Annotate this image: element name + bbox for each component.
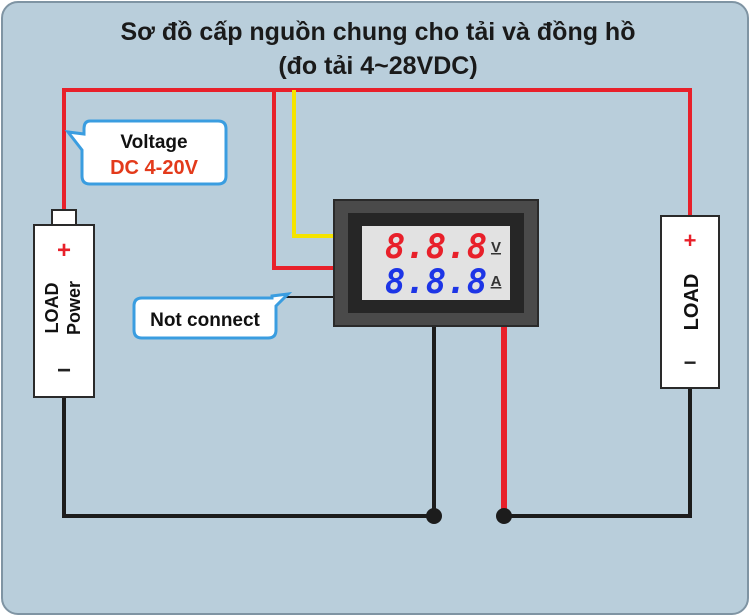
junction-dot-left <box>426 508 442 524</box>
not-connect-callout: Not connect <box>132 291 293 340</box>
yellow-wire-voltage-sense <box>292 90 336 238</box>
title-line1: Sơ đồ cấp nguồn chung cho tải và đồng hồ <box>121 18 636 46</box>
power-source: + − LOAD Power <box>33 209 95 398</box>
title-line2: (đo tải 4~28VDC) <box>278 52 477 80</box>
black-wire-power-return <box>62 326 436 518</box>
not-connect-bubble <box>132 291 293 340</box>
not-connect-label: Not connect <box>150 310 260 331</box>
battery-terminal <box>51 209 77 227</box>
red-wire-meter-supply <box>272 90 336 270</box>
voltage-callout-title: Voltage <box>120 132 187 153</box>
load-body <box>660 215 720 389</box>
power-label-load: LOAD <box>42 283 62 334</box>
junction-dot-right <box>496 508 512 524</box>
voltage-callout-range: DC 4-20V <box>110 157 198 179</box>
load-plus-sign: + <box>684 228 697 253</box>
load-label: LOAD <box>681 274 703 331</box>
voltage-unit: V <box>491 239 501 256</box>
black-wire-load-return <box>504 386 692 518</box>
panel-meter: 8.8.8 V 8.8.8 A <box>333 199 539 327</box>
power-plus-sign: + <box>57 237 71 264</box>
current-unit: A <box>491 273 502 290</box>
voltage-callout-bubble <box>64 119 228 186</box>
meter-display <box>362 226 510 300</box>
battery-body <box>33 224 95 398</box>
load: + − LOAD <box>660 215 720 389</box>
voltage-digits: 8.8.8 <box>385 227 487 267</box>
load-minus-sign: − <box>684 350 697 375</box>
voltage-callout: Voltage DC 4-20V <box>64 119 228 186</box>
red-wire-top <box>62 88 692 218</box>
power-label-power: Power <box>64 281 84 335</box>
current-digits: 8.8.8 <box>385 262 487 302</box>
power-minus-sign: − <box>57 357 71 384</box>
